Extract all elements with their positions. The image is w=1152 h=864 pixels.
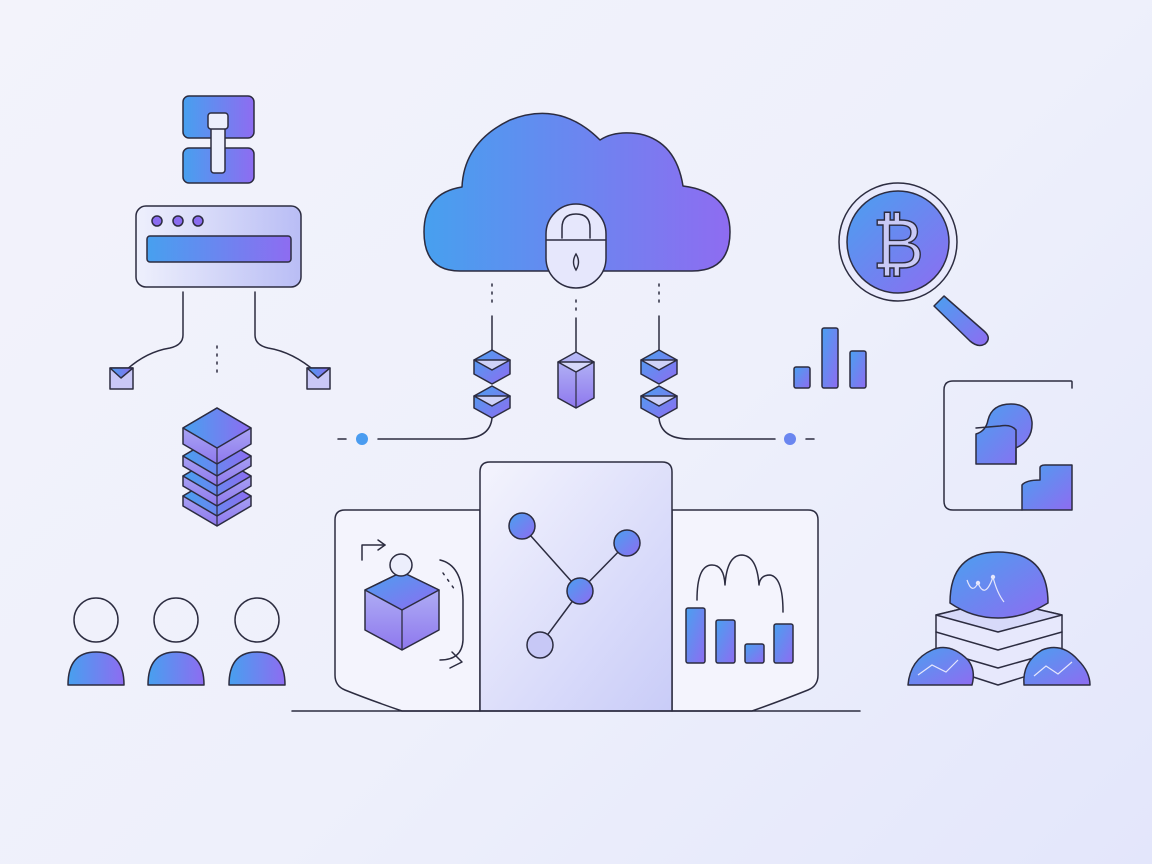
bitcoin-search-icon: ₿ xyxy=(838,182,989,347)
cube-sync-icon xyxy=(361,539,464,669)
chat-frame-icon xyxy=(943,380,1073,511)
block-chain-right xyxy=(640,349,678,419)
block-chain-center xyxy=(557,351,595,409)
server-window-icon xyxy=(109,95,331,390)
bitcoin-symbol: ₿ xyxy=(872,203,924,285)
user-icon xyxy=(67,597,125,686)
database-stack-icon xyxy=(182,407,252,527)
cloud-lock-icon xyxy=(423,112,731,353)
bar-chart-icon xyxy=(685,554,794,664)
block-chain-left xyxy=(473,349,511,419)
network-graph-icon xyxy=(508,512,641,659)
user-icon xyxy=(147,597,205,686)
user-group-icon xyxy=(67,597,286,686)
connector-lines xyxy=(337,417,815,445)
user-icon xyxy=(228,597,286,686)
dome-platform-icon xyxy=(907,551,1091,686)
mini-bar-chart-icon xyxy=(793,327,867,389)
